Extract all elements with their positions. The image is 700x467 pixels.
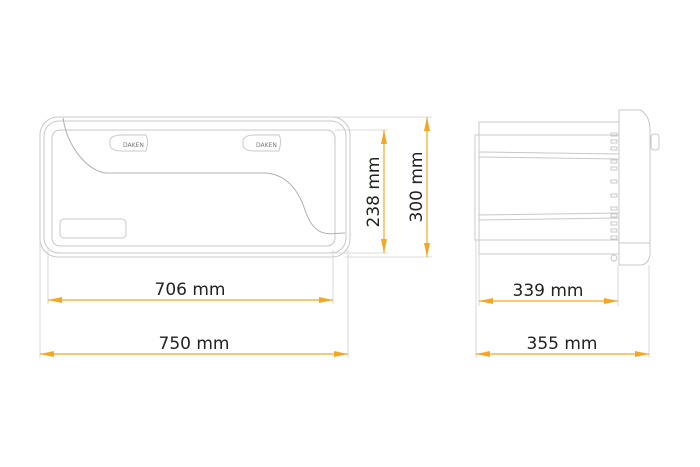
dimension-label: 300 mm: [407, 152, 427, 223]
handle-right: DAKEN: [242, 134, 281, 152]
label-plate: [59, 218, 127, 239]
dimension-label: 750 mm: [159, 334, 230, 354]
handle-left: DAKEN: [109, 134, 148, 152]
dimension-339: 339 mm: [479, 281, 618, 304]
side-view: [474, 109, 660, 358]
dimension-300: 300 mm: [407, 117, 430, 257]
dimension-label: 706 mm: [155, 280, 226, 300]
lock-knob: [650, 133, 660, 151]
body-outline: [478, 121, 620, 255]
lid-side-outline: [618, 109, 651, 266]
box-outer-outline: [39, 116, 351, 258]
dimension-706: 706 mm: [48, 280, 333, 303]
lid-outline: [51, 129, 336, 247]
dimension-238: 238 mm: [364, 130, 387, 253]
handle-logo: DAKEN: [256, 142, 277, 149]
lid-contour-line: [62, 117, 346, 235]
dimension-355: 355 mm: [476, 334, 649, 357]
handle-logo: DAKEN: [123, 142, 144, 149]
dimension-750: 750 mm: [40, 334, 348, 357]
dimension-label: 238 mm: [364, 157, 384, 228]
front-view: DAKEN DAKEN: [39, 116, 432, 358]
dimension-label: 339 mm: [513, 281, 584, 301]
dimension-label: 355 mm: [527, 334, 598, 354]
